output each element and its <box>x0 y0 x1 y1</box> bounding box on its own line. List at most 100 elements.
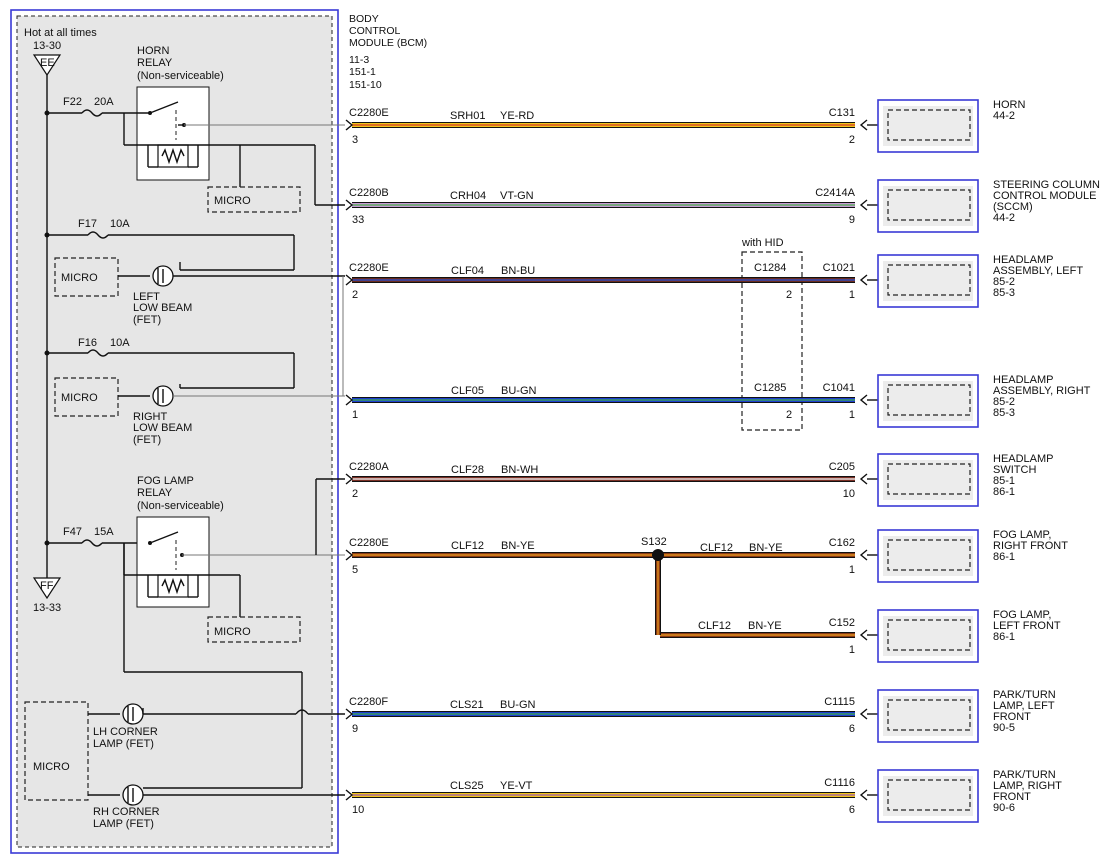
circuit-clf12-6-component-line-2: LEFT FRONT <box>993 620 1061 632</box>
fet-lh-corner-line-2: LAMP (FET) <box>93 738 154 750</box>
micro-left-low-beam <box>54 257 119 297</box>
fet-right-low-beam: MICRO RIGHT LOW BEAM (FET) <box>54 377 345 446</box>
fog-relay: FOG LAMP RELAY (Non-serviceable) <box>123 475 345 789</box>
splice-dot-icon <box>652 549 664 561</box>
fet-right-low-beam-line-1: RIGHT <box>133 411 168 423</box>
micro-corner: MICRO <box>24 701 89 801</box>
fet-lh-corner-line-1: LH CORNER <box>93 726 158 738</box>
fet-rh-corner-line-2: LAMP (FET) <box>93 818 154 830</box>
circuit-clf04-2-component-line-3: 85-2 <box>993 276 1015 288</box>
circuit-clf12-5-component-line-1: FOG LAMP, <box>993 529 1051 541</box>
circuit-clf05-3-color: BU-GN <box>501 385 537 397</box>
circuit-cls25-8-component-line-1: PARK/TURN <box>993 769 1056 781</box>
circuit-srh01-0-component-line-1: HORN <box>993 99 1025 111</box>
circuit-clf04-2-component-line-1: HEADLAMP <box>993 254 1054 266</box>
fet-rh-corner: RH CORNER LAMP (FET) <box>88 784 345 830</box>
circuit-cls21-7-circuit: CLS21 <box>450 699 484 711</box>
fet-left-low-beam: MICRO LEFT LOW BEAM (FET) <box>54 257 345 326</box>
circuit-srh01-0-color: YE-RD <box>500 110 534 122</box>
circuit-crh04-1-far-connector-icon <box>859 199 868 211</box>
circuit-srh01-0-far-pin: 2 <box>849 134 855 146</box>
circuit-cls25-8-component-fill <box>883 776 973 816</box>
circuit-clf04-2-inline-pin: 2 <box>786 289 792 301</box>
circuit-srh01-0-circuit: SRH01 <box>450 110 485 122</box>
circuit-clf05-3-component-inner <box>887 384 971 416</box>
circuit-clf05-3-component-line-2: ASSEMBLY, RIGHT <box>993 385 1091 397</box>
circuit-cls25-8-component-inner <box>887 779 971 811</box>
circuit-clf12-6-far-connector: C152 <box>829 617 855 629</box>
circuit-clf12-6-component-inner <box>887 619 971 651</box>
circuit-srh01-0-pin: 3 <box>352 134 358 146</box>
fuse-f16-icon <box>87 349 109 357</box>
fuse-f17-name: F17 <box>78 218 97 230</box>
circuit-crh04-1-component-line-1: STEERING COLUMN <box>993 179 1100 191</box>
power-feed: Hot at all times 13-30 EE FF 13-33 <box>24 27 97 614</box>
circuit-cls21-7-far-pin: 6 <box>849 723 855 735</box>
circuit-clf28-4-component-fill <box>883 460 973 500</box>
circuit-clf05-3-circuit: CLF05 <box>451 385 484 397</box>
power-bottom-ref: 13-33 <box>33 602 61 614</box>
module-ref-2: 151-1 <box>349 66 376 78</box>
circuit-clf28-4-component-inner <box>887 463 971 495</box>
circuit-clf04-2-circuit: CLF04 <box>451 265 484 277</box>
hid-box <box>741 251 803 431</box>
hot-label: Hot at all times <box>24 27 97 39</box>
circuit-cls21-7-component-fill <box>883 696 973 736</box>
power-top-ref: 13-30 <box>33 40 61 52</box>
micro-horn: MICRO <box>207 186 301 213</box>
circuit-srh01-0-near-connector-icon <box>345 119 354 131</box>
circuit-cls21-7-pin: 9 <box>352 723 358 735</box>
circuit-clf04-2-component-fill <box>883 261 973 301</box>
circuit-crh04-1-component-fill <box>883 186 973 226</box>
circuit-clf28-4-component-line-3: 85-1 <box>993 475 1015 487</box>
circuit-cls21-7-component-line-3: FRONT <box>993 711 1031 723</box>
circuit-clf04-2-color: BN-BU <box>501 265 535 277</box>
micro-right-low-beam-label: MICRO <box>61 392 98 404</box>
circuit-clf12-6-component-fill <box>883 616 973 656</box>
circuit-clf05-3-near-connector-icon <box>345 394 354 406</box>
fuse-f17-rating: 10A <box>110 218 130 230</box>
fog-split-color: BN-YE <box>749 542 783 554</box>
circuit-cls21-7-connector: C2280F <box>349 696 388 708</box>
circuit-clf12-6-component-line-3: 86-1 <box>993 631 1015 643</box>
circuit-clf28-4-far-connector-icon <box>859 473 868 485</box>
power-bottom-tag: FF <box>40 580 54 592</box>
fuse-f22-icon <box>81 109 103 117</box>
circuit-crh04-1-circuit: CRH04 <box>450 190 486 202</box>
circuit-srh01-0-far-connector: C131 <box>829 107 855 119</box>
hid-label: with HID <box>741 237 784 249</box>
circuit-srh01-0-component-inner <box>887 109 971 141</box>
circuit-clf04-2-inline-connector: C1284 <box>754 262 786 274</box>
fet-right-low-beam-line-2: LOW BEAM <box>133 422 192 434</box>
circuit-clf12-5-far-pin: 1 <box>849 564 855 576</box>
circuit-clf04-2-component-line-2: ASSEMBLY, LEFT <box>993 265 1083 277</box>
circuit-cls21-7-far-connector: C1115 <box>824 696 855 708</box>
fog-relay-line-3: (Non-serviceable) <box>137 500 224 512</box>
circuit-cls25-8-component-line-2: LAMP, RIGHT <box>993 780 1062 792</box>
module-ref-1: 11-3 <box>349 54 369 66</box>
circuit-cls25-8-pin: 10 <box>352 804 364 816</box>
circuit-srh01-0-connector: C2280E <box>349 107 389 119</box>
circuit-clf12-5-far-connector: C162 <box>829 537 855 549</box>
circuit-cls21-7-color: BU-GN <box>500 699 536 711</box>
fet-right-low-beam-line-3: (FET) <box>133 434 161 446</box>
horn-relay-line-2: RELAY <box>137 57 173 69</box>
circuit-clf05-3-component-line-1: HEADLAMP <box>993 374 1054 386</box>
circuit-crh04-1-connector: C2280B <box>349 187 389 199</box>
fog-relay-line-1: FOG LAMP <box>137 475 194 487</box>
fuse-f17-icon <box>87 231 109 239</box>
circuit-clf12-5-pin: 5 <box>352 564 358 576</box>
circuit-crh04-1-component-line-4: 44-2 <box>993 212 1015 224</box>
circuit-clf05-3-pin: 1 <box>352 409 358 421</box>
module-title: BODY CONTROL MODULE (BCM) 11-3 151-1 151… <box>349 13 427 91</box>
circuit-clf04-2-far-pin: 1 <box>849 289 855 301</box>
micro-corner-label: MICRO <box>33 761 70 773</box>
circuit-clf04-2-near-connector-icon <box>345 274 354 286</box>
circuit-crh04-1-far-connector: C2414A <box>815 187 855 199</box>
fuse-f47-name: F47 <box>63 526 82 538</box>
fuse-f47: F47 15A <box>47 526 150 547</box>
fuse-f16: F16 10A <box>47 337 295 389</box>
circuit-srh01-0-far-connector-icon <box>859 119 868 131</box>
circuit-srh01-0-component-fill <box>883 106 973 146</box>
power-bottom-arrow-icon <box>32 577 62 600</box>
